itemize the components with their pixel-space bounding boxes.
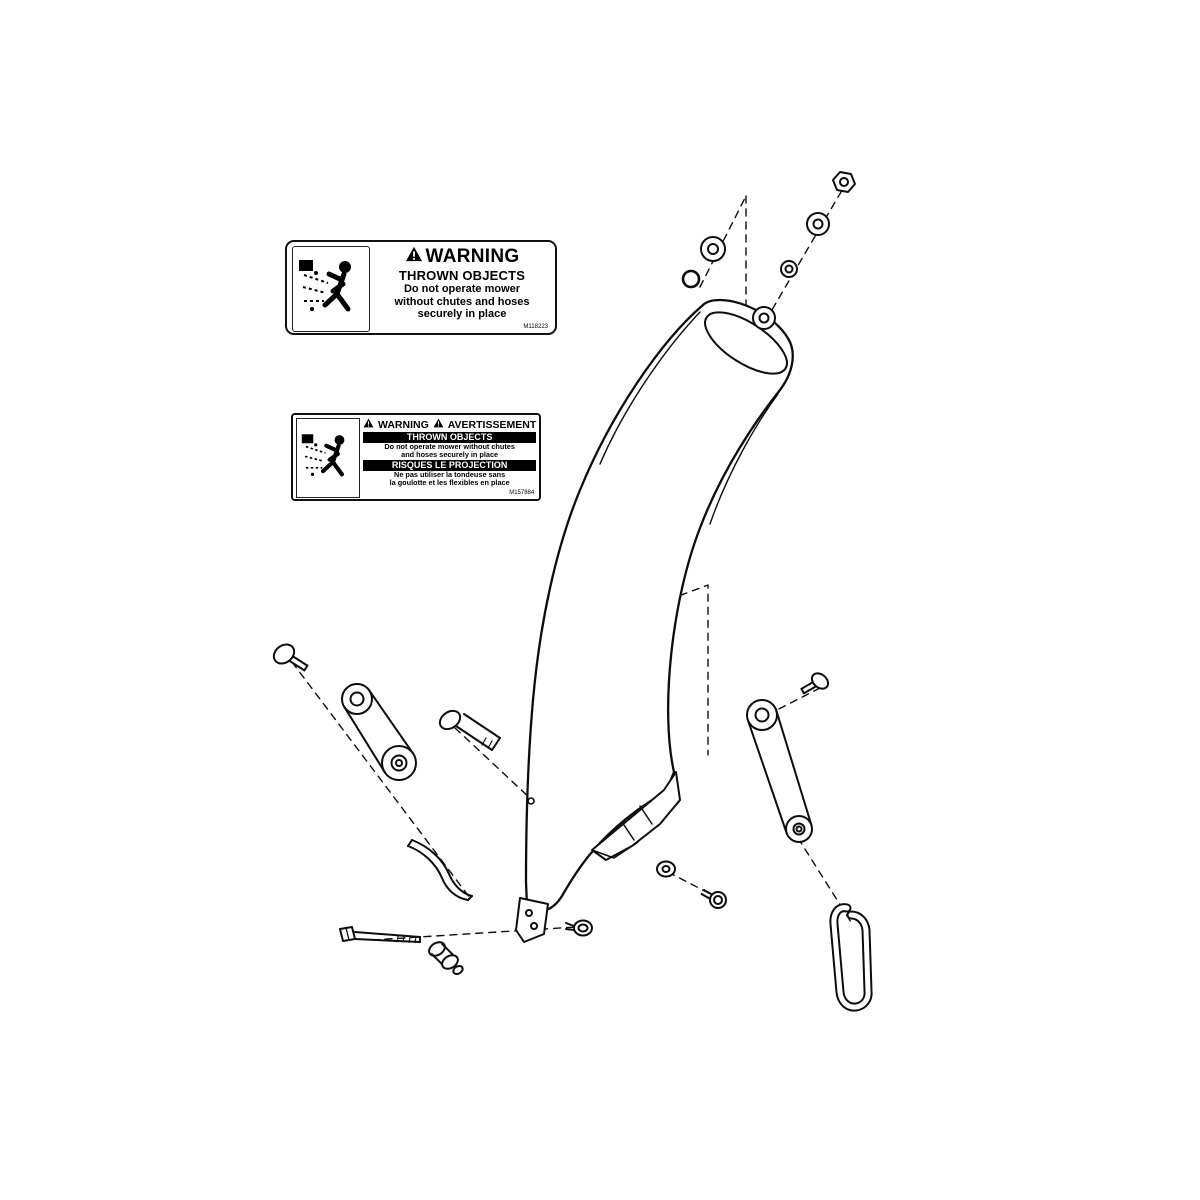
chute-mounting-plate (515, 897, 549, 943)
thrown-objects-pictogram-art-small (301, 434, 345, 477)
hex-nut (832, 171, 856, 193)
label-bi-body-en-line: Do not operate mower without chutes (384, 442, 515, 451)
long-bolt (339, 926, 421, 944)
carriage-bolt-center (438, 709, 501, 751)
label-en-title: THROWN OBJECTS (398, 268, 526, 283)
label-en-header: WARNING (405, 246, 520, 267)
carriage-bolt-left (272, 643, 309, 672)
label-bi-body-fr-line: la goulotte et les flexibles en place (389, 478, 510, 487)
warning-triangle-icon (433, 418, 444, 431)
left-link-arm (341, 683, 417, 781)
label-en-header-text: WARNING (425, 245, 520, 267)
label-bi-title-en: THROWN OBJECTS (363, 432, 537, 443)
hex-bolt-right (800, 672, 830, 695)
warning-triangle-icon (363, 418, 374, 431)
label-bi-body-en-line: and hoses securely in place (401, 450, 499, 459)
label-en-part-code: M118223 (523, 324, 548, 330)
alignment-hole (527, 797, 535, 805)
screw-bottom-right (700, 889, 727, 909)
discharge-chute (515, 298, 794, 943)
flat-washer-3 (752, 306, 776, 330)
label-bi-title-fr: RISQUES LE PROJECTION (363, 460, 537, 471)
label-bi-header: WARNING AVERTISSEMENT (363, 418, 536, 431)
flat-washer-1 (700, 236, 726, 262)
flat-washer-2 (806, 212, 830, 236)
thrown-objects-pictogram-art (299, 260, 351, 312)
thrown-objects-pictogram (292, 246, 370, 332)
latch-knob (428, 941, 464, 976)
flange-screw-bottom (565, 919, 593, 937)
label-bi-header-fr: AVERTISSEMENT (447, 418, 537, 431)
right-link-arm (746, 699, 813, 843)
label-bi-body-fr-line: Ne pas utiliser la tondeuse sans (394, 470, 506, 479)
j-pin (829, 903, 873, 1012)
warning-label-bilingual: WARNING AVERTISSEMENT THROWN OBJECTS Do … (291, 413, 541, 501)
label-bi-part-code: M157884 (509, 490, 535, 496)
label-bi-header-en: WARNING (378, 418, 429, 431)
warning-label-english: WARNING THROWN OBJECTS Do not operate mo… (285, 240, 557, 335)
lock-washer (780, 260, 798, 278)
washer-bottom (656, 860, 676, 878)
label-en-body-line: Do not operate mower (403, 283, 521, 295)
chute-deflector-bracket (591, 771, 681, 861)
label-en-body-line: without chutes and hoses (394, 295, 530, 308)
ball-stud (681, 269, 701, 289)
warning-triangle-icon (405, 246, 423, 267)
label-en-body-line: securely in place (417, 308, 507, 320)
upper-fastener-stack (681, 171, 856, 330)
thrown-objects-pictogram-small (296, 418, 360, 498)
spring-wire-clip (407, 839, 473, 901)
